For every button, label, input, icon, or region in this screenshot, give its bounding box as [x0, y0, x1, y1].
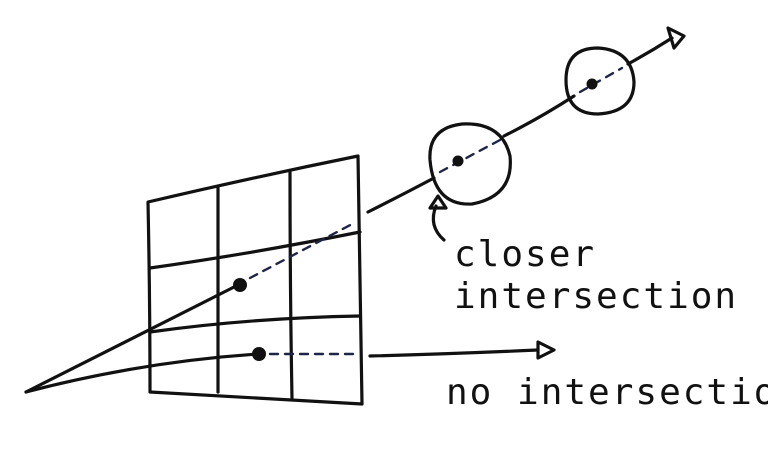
sphere-far	[564, 46, 636, 116]
closer-pointer-line	[431, 204, 446, 242]
ray-lower-solid-2	[368, 348, 540, 358]
ray-upper-dashed-circle2	[578, 66, 624, 94]
grid-line-h2	[148, 314, 362, 334]
ray-upper-solid-2	[366, 176, 436, 214]
image-plane-grid	[146, 154, 364, 406]
ray-lower-arrowhead	[536, 340, 556, 360]
ray-upper-solid-3	[502, 94, 576, 138]
ray-upper-dashed	[248, 220, 358, 280]
ray-upper-solid	[24, 282, 242, 394]
ray-upper-dashed-circle1	[438, 138, 502, 174]
grid-line-v2	[288, 170, 294, 400]
closer-pointer-arrowhead	[428, 194, 448, 210]
grid-border	[146, 154, 364, 406]
label-closer: closer	[454, 234, 596, 275]
grid-point-upper	[233, 278, 247, 292]
grid-point-lower	[252, 347, 266, 361]
ray-upper-solid-4	[626, 36, 674, 66]
grid-line-h1	[148, 230, 362, 270]
sphere-near	[428, 122, 512, 206]
intersection-point-far	[586, 78, 598, 90]
label-no-intersection: no intersection	[446, 372, 768, 413]
ray-lower-solid	[24, 352, 260, 394]
intersection-point-near	[452, 155, 464, 167]
ray-upper-arrowhead	[666, 26, 686, 50]
label-intersection: intersection	[454, 276, 738, 317]
